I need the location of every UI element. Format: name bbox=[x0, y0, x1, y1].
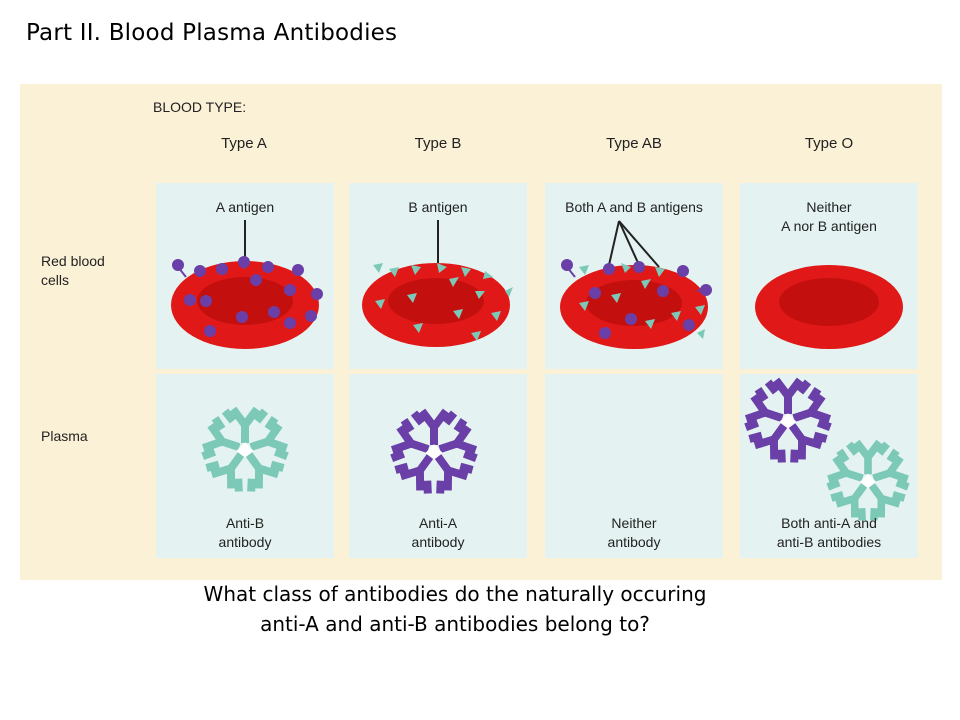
antibody-label-line: Anti-A bbox=[418, 515, 458, 531]
antibody-label: Anti-B antibody bbox=[156, 514, 334, 552]
antibody-label-line: Neither bbox=[611, 515, 657, 531]
antigen-label: B antigen bbox=[408, 199, 468, 215]
cell-type-b-red-blood-cell: B antigen bbox=[349, 183, 527, 369]
question-line: What class of antibodies do the naturall… bbox=[203, 582, 707, 606]
column-header-type-b: Type B bbox=[414, 135, 462, 152]
row-label-line: cells bbox=[41, 272, 70, 288]
antibody-label-line: antibody bbox=[607, 534, 661, 550]
antibody-label: Neither antibody bbox=[545, 514, 723, 552]
red-blood-cell-with-a-antigens bbox=[171, 220, 323, 349]
column-header-type-o: Type O bbox=[804, 135, 854, 152]
anti-a-antibody-icon bbox=[390, 408, 478, 494]
antigen-label-line: Neither bbox=[806, 199, 852, 215]
row-label-red-blood-cells: Red blood cells bbox=[41, 252, 105, 290]
antibody-label-line: Both anti-A and bbox=[781, 515, 877, 531]
cell-type-o-plasma: Both anti-A and anti-B antibodies bbox=[740, 374, 918, 558]
antibody-label: Anti-A antibody bbox=[349, 514, 527, 552]
column-header-type-ab: Type AB bbox=[606, 135, 662, 152]
cell-type-o-red-blood-cell: Neither A nor B antigen bbox=[740, 183, 918, 369]
row-label-plasma: Plasma bbox=[41, 428, 88, 444]
anti-a-and-anti-b-antibodies-icon bbox=[744, 377, 910, 521]
cell-type-a-red-blood-cell: A antigen bbox=[156, 183, 334, 369]
antigen-label: A antigen bbox=[215, 199, 275, 215]
antibody-label-line: antibody bbox=[411, 534, 465, 550]
antibody-label-line: Anti-B bbox=[225, 515, 265, 531]
cell-type-a-plasma: Anti-B antibody bbox=[156, 374, 334, 558]
antibody-label-line: anti-B antibodies bbox=[776, 534, 882, 550]
blood-type-figure: BLOOD TYPE: Red blood cells Plasma Type … bbox=[20, 84, 942, 580]
column-header-type-a: Type A bbox=[221, 135, 267, 152]
anti-b-antibody-icon bbox=[201, 406, 289, 492]
antigen-label-line: A nor B antigen bbox=[781, 218, 877, 234]
cell-type-ab-red-blood-cell: Both A and B antigens bbox=[545, 183, 723, 369]
antigen-label: Both A and B antigens bbox=[565, 199, 703, 215]
slide-title: Part II. Blood Plasma Antibodies bbox=[26, 20, 398, 46]
antigen-label: Neither A nor B antigen bbox=[740, 198, 918, 236]
question-line: anti-A and anti-B antibodies belong to? bbox=[260, 612, 650, 636]
red-blood-cell-plain bbox=[755, 265, 903, 349]
antibody-label-line: antibody bbox=[218, 534, 272, 550]
antibody-label: Both anti-A and anti-B antibodies bbox=[740, 514, 918, 552]
red-blood-cell-with-b-antigens bbox=[362, 220, 513, 347]
cell-type-ab-plasma: Neither antibody bbox=[545, 374, 723, 558]
red-blood-cell-with-a-and-b-antigens bbox=[560, 220, 712, 349]
blood-type-heading: BLOOD TYPE: bbox=[153, 99, 247, 115]
row-label-line: Red blood bbox=[41, 253, 105, 269]
cell-type-b-plasma: Anti-A antibody bbox=[349, 374, 527, 558]
question-text: What class of antibodies do the naturall… bbox=[0, 579, 910, 639]
